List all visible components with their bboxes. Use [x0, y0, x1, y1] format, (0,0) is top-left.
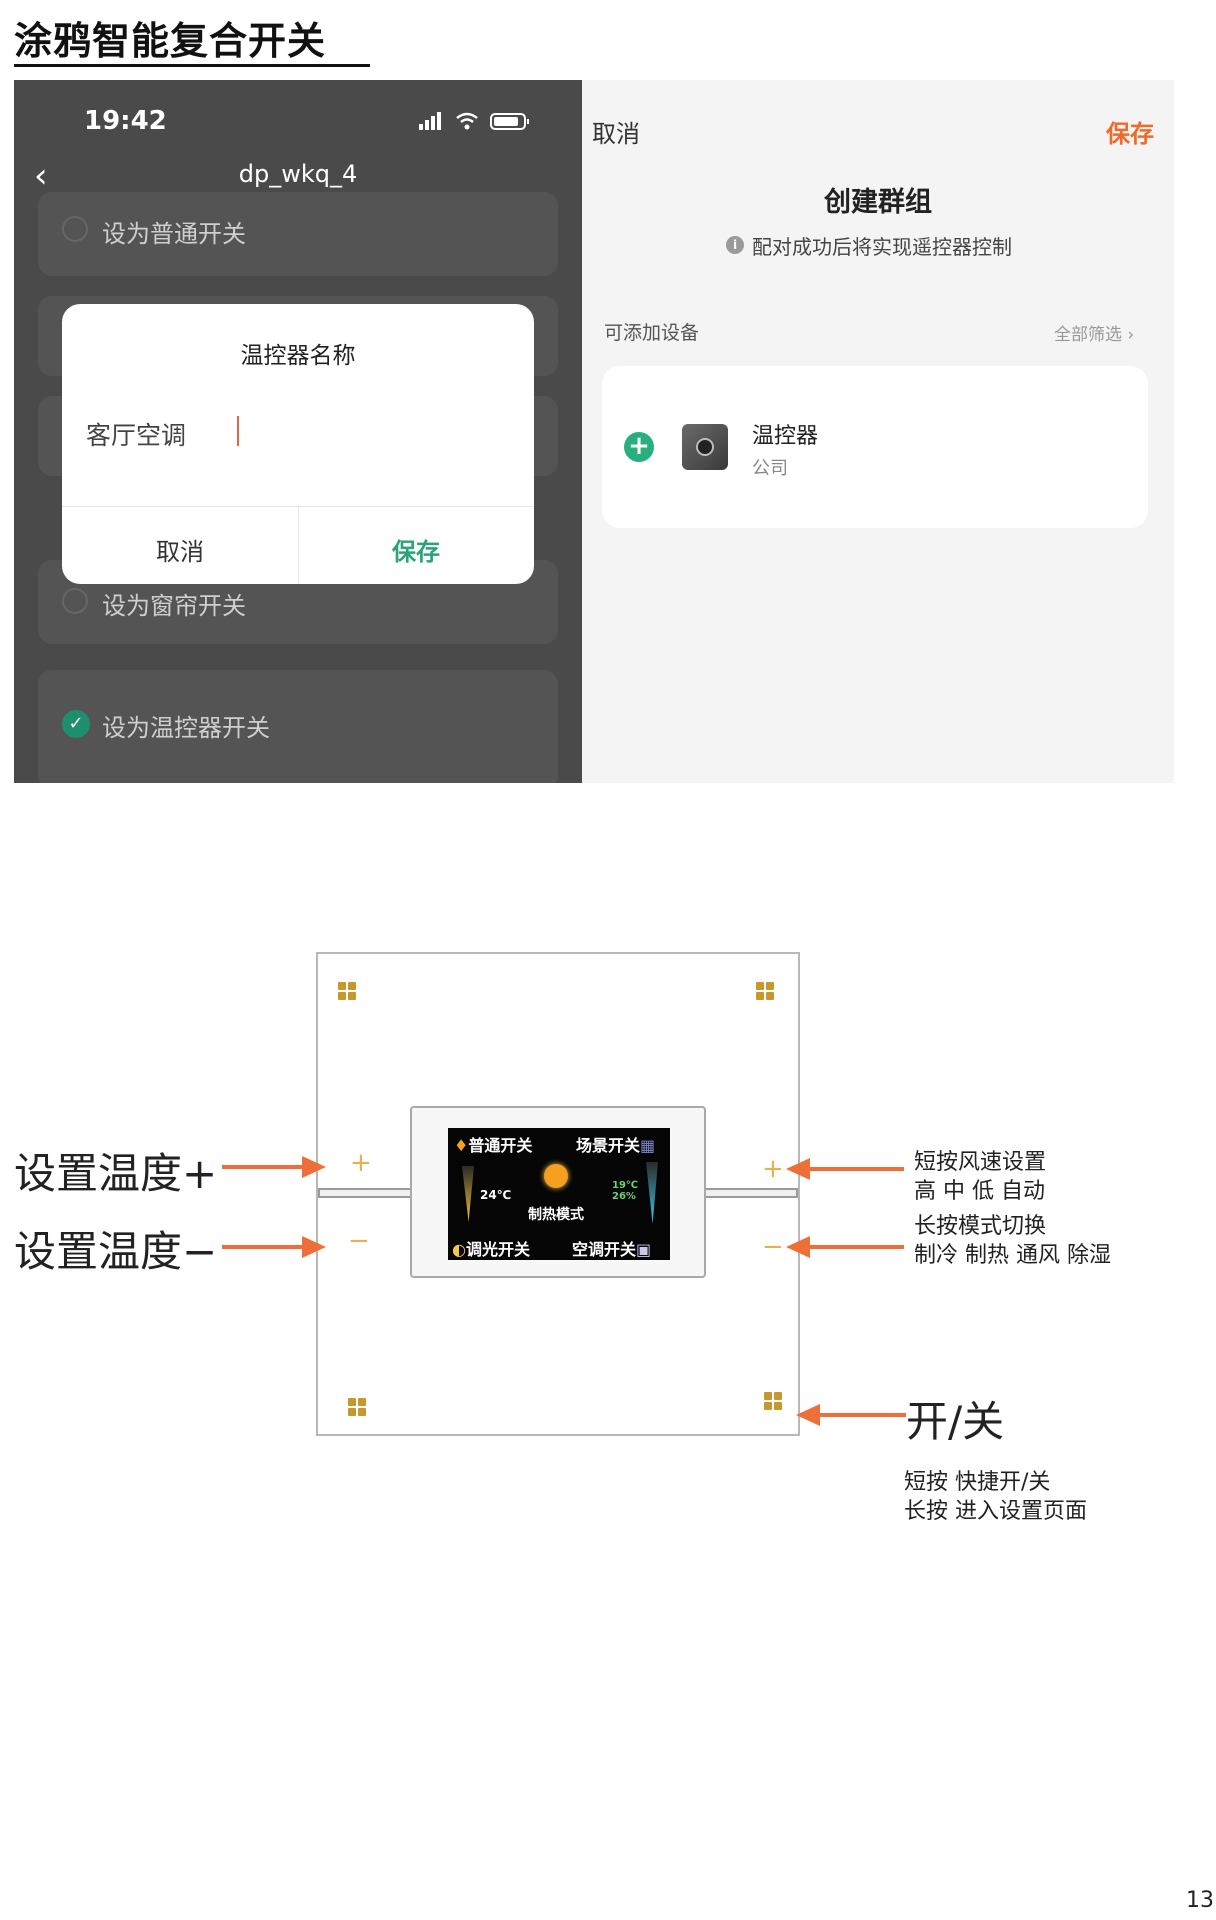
- temperature-bar: [462, 1166, 474, 1222]
- option-label: 设为窗帘开关: [102, 592, 246, 620]
- device-card: + 温控器 公司: [602, 366, 1148, 528]
- info-icon: i: [726, 236, 744, 254]
- rename-dialog: 温控器名称 客厅空调 取消 保存: [62, 304, 534, 584]
- back-chevron-icon[interactable]: ‹: [34, 156, 48, 196]
- label-mode-switch: 长按模式切换制冷 制热 通风 除湿: [914, 1214, 1111, 1268]
- left-phone-screenshot: 19:42 ‹ dp_wkq_4 设为普通开关 设为窗帘开关 ✓ 设为温控器开关…: [14, 80, 582, 783]
- dialog-save-button[interactable]: 保存: [392, 538, 440, 566]
- wifi-icon: [456, 112, 478, 124]
- option-label: 设为温控器开关: [102, 714, 270, 742]
- corner-button-icon: [348, 1398, 366, 1416]
- arrow-left-icon: [786, 1158, 810, 1180]
- section-label: 可添加设备: [604, 322, 700, 344]
- option-card-thermostat-switch[interactable]: [38, 670, 558, 783]
- signal-icon: [419, 124, 423, 130]
- humidity-bar: [646, 1162, 658, 1224]
- bulb-icon: ♦: [454, 1136, 469, 1155]
- screen-bottom-left: ◐调光开关: [452, 1240, 530, 1259]
- arrow-left-icon: [786, 1236, 810, 1258]
- arrow-right-icon: [302, 1156, 326, 1178]
- label-fan-speed: 短按风速设置高 中 低 自动: [914, 1150, 1047, 1204]
- arrow-line: [818, 1413, 906, 1417]
- radio-normal-switch[interactable]: [62, 216, 88, 242]
- label-power: 开/关: [906, 1397, 1005, 1446]
- minus-sign: −: [762, 1232, 784, 1262]
- thermostat-dial-icon: [696, 438, 714, 456]
- arrow-left-icon: [796, 1404, 820, 1426]
- minus-sign: −: [348, 1226, 370, 1256]
- battery-icon: [490, 113, 526, 130]
- page-number: 13: [1186, 1888, 1214, 1913]
- screen-temp: 24℃: [480, 1188, 512, 1202]
- name-input[interactable]: 客厅空调: [86, 421, 187, 450]
- save-button[interactable]: 保存: [1106, 120, 1154, 148]
- dialog-title: 温控器名称: [240, 343, 356, 369]
- screen-top-left: ♦普通开关: [454, 1136, 533, 1155]
- plus-sign: +: [350, 1148, 372, 1178]
- label-temp-down: 设置温度−: [14, 1227, 218, 1276]
- option-label: 设为普通开关: [102, 220, 246, 248]
- arrow-line: [222, 1165, 304, 1169]
- corner-button-icon: [764, 1392, 782, 1410]
- thermostat-thumbnail: [682, 424, 728, 470]
- right-phone-screenshot: 取消 保存 创建群组 i 配对成功后将实现遥控器控制 可添加设备 全部筛选 › …: [582, 80, 1174, 783]
- nav-title: dp_wkq_4: [238, 160, 358, 188]
- ac-icon: ▣: [636, 1240, 652, 1259]
- sun-icon: [544, 1164, 568, 1188]
- status-time: 19:42: [84, 106, 167, 136]
- plus-sign: +: [762, 1154, 784, 1184]
- radio-curtain-switch[interactable]: [62, 588, 88, 614]
- add-icon[interactable]: +: [624, 432, 654, 462]
- status-icons: [419, 112, 529, 130]
- page-title: 涂鸦智能复合开关: [14, 19, 327, 63]
- screen-bottom-right: 空调开关▣: [572, 1240, 652, 1259]
- corner-button-icon: [756, 982, 774, 1000]
- screen-title: 创建群组: [824, 187, 932, 218]
- divider: [298, 506, 299, 584]
- scene-icon: ▦: [640, 1136, 656, 1155]
- cancel-button[interactable]: 取消: [592, 120, 640, 148]
- arrow-line: [808, 1245, 904, 1249]
- arrow-line: [808, 1167, 904, 1171]
- screen-top-right: 场景开关▦: [576, 1136, 656, 1155]
- screen-mode: 制热模式: [528, 1207, 584, 1223]
- arrow-right-icon: [302, 1236, 326, 1258]
- title-underline: [14, 64, 370, 67]
- dialog-cancel-button[interactable]: 取消: [156, 538, 204, 566]
- text-caret: [237, 416, 239, 446]
- device-name: 温控器: [752, 424, 819, 449]
- arrow-line: [222, 1245, 304, 1249]
- rail-right: [704, 1188, 798, 1198]
- label-power-detail: 短按 快捷开/关长按 进入设置页面: [904, 1470, 1087, 1524]
- rail-left: [318, 1188, 412, 1198]
- screen-subtitle: 配对成功后将实现遥控器控制: [752, 235, 1012, 259]
- label-temp-up: 设置温度+: [14, 1149, 218, 1198]
- option-card-normal-switch[interactable]: [38, 192, 558, 276]
- device-location: 公司: [752, 458, 788, 479]
- check-circle-icon[interactable]: ✓: [62, 710, 90, 738]
- filter-link[interactable]: 全部筛选 ›: [1054, 325, 1135, 345]
- dimmer-icon: ◐: [452, 1240, 466, 1259]
- corner-button-icon: [338, 982, 356, 1000]
